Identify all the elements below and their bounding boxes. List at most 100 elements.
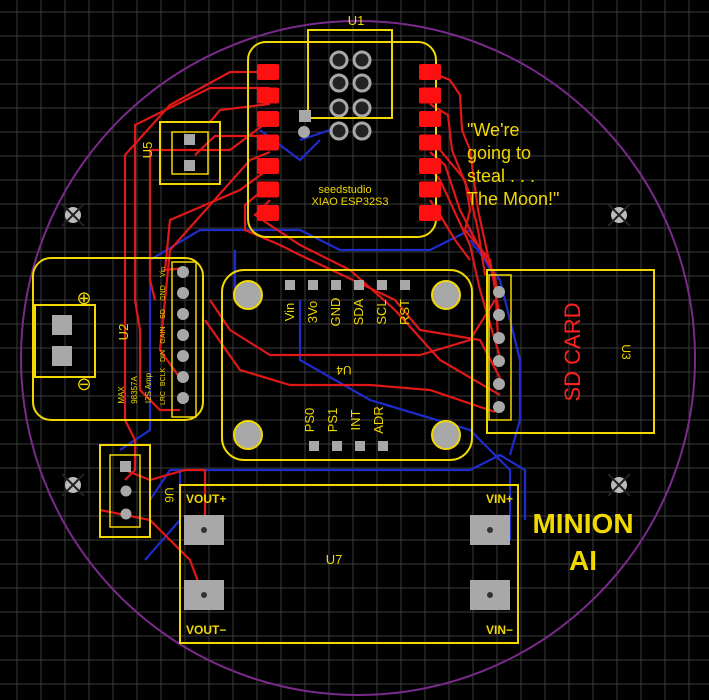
u4-bottom-pin xyxy=(309,441,319,451)
u6-pin-1 xyxy=(120,461,131,472)
quote-text: "We're going to steal . . . The Moon!" xyxy=(467,120,559,209)
u3-pin xyxy=(493,286,505,298)
u2-pin-label: BCLK xyxy=(160,368,167,387)
u2-terminal-pad-2 xyxy=(52,346,72,366)
u2-minus-symbol: ⊖ xyxy=(76,374,91,394)
u3-pin xyxy=(493,401,505,413)
u7-outline xyxy=(179,484,519,644)
u1-pad xyxy=(257,158,279,174)
u3-pin xyxy=(493,378,505,390)
u4-bottom-pin-label: INT xyxy=(348,409,363,430)
u2-plus-symbol: ⊕ xyxy=(76,288,91,308)
u7-ref: U7 xyxy=(326,552,343,567)
u1-ref: U1 xyxy=(348,13,365,28)
u4-bottom-pin xyxy=(332,441,342,451)
u2-terminal-block xyxy=(34,304,96,378)
u2-pin xyxy=(177,350,189,362)
u2-pin xyxy=(177,287,189,299)
u6-ref: U6 xyxy=(162,487,176,503)
u5-outline xyxy=(159,121,221,185)
mount-hole-bottom-left xyxy=(61,473,85,497)
u2-part-1: MAX xyxy=(117,386,126,404)
u7-pad-dot-3 xyxy=(487,527,493,533)
u1-pads-left xyxy=(257,64,279,221)
u3-pin xyxy=(493,309,505,321)
u4-mount-tl xyxy=(233,280,263,310)
u2-ref: U2 xyxy=(116,324,131,341)
u3-sd-card[interactable]: SD CARD U3 xyxy=(486,269,655,434)
u7-pad-dot-1 xyxy=(201,527,207,533)
u4-top-pin-label: SCL xyxy=(374,299,389,324)
u7-pad-dot-2 xyxy=(201,592,207,598)
u1-usb-outline xyxy=(307,29,393,119)
u4-bottom-pin xyxy=(355,441,365,451)
u6-inner xyxy=(109,454,141,528)
u4-top-pin xyxy=(331,280,341,290)
u4-mount-tr xyxy=(431,280,461,310)
u2-pin xyxy=(177,371,189,383)
u2-pin-label: DIN xyxy=(160,350,167,362)
u4-top-pin xyxy=(308,280,318,290)
u7-vin-minus-label: VIN− xyxy=(486,623,513,637)
u1-square-pad xyxy=(299,110,311,122)
u3-pin xyxy=(493,355,505,367)
u4-outline xyxy=(221,269,473,461)
u7-vout-minus-label: VOUT− xyxy=(186,623,226,637)
u1-pad xyxy=(419,64,441,80)
u4-mount-br xyxy=(431,420,461,450)
u1-center-pad xyxy=(352,121,372,141)
u5-pin-2 xyxy=(184,160,195,171)
u1-via-pad xyxy=(298,126,310,138)
u7-power-module[interactable]: U7 VOUT+ VOUT− VIN+ VIN− xyxy=(179,484,519,644)
u6-connector[interactable]: U6 xyxy=(99,444,176,538)
u1-pad xyxy=(257,111,279,127)
u3-outline xyxy=(486,269,655,434)
u1-pad xyxy=(257,87,279,104)
u7-pad-dot-4 xyxy=(487,592,493,598)
u1-center-pad xyxy=(329,121,349,141)
u1-center-pad xyxy=(352,73,372,93)
u1-center-pad xyxy=(329,73,349,93)
u4-top-pin xyxy=(400,280,410,290)
u4-top-pin xyxy=(285,280,295,290)
u1-pad xyxy=(257,205,279,221)
u1-pad xyxy=(419,87,441,104)
u3-ref: U3 xyxy=(619,344,633,360)
u3-pins xyxy=(493,286,505,413)
u2-pin-label: Vin xyxy=(160,267,167,277)
u5-connector[interactable]: U5 xyxy=(140,121,221,185)
u2-header-outline xyxy=(171,261,197,418)
u4-top-pin-label: GND xyxy=(328,298,343,327)
u1-xiao-esp32s3[interactable]: U1 seedstudio XIAO ESP32S3 xyxy=(247,13,441,238)
u1-center-pad xyxy=(329,50,349,70)
u4-bottom-pin xyxy=(378,441,388,451)
u1-pads-right xyxy=(419,64,441,221)
u1-center-pads xyxy=(329,50,372,141)
u4-mount-bl xyxy=(233,420,263,450)
u4-ref: U4 xyxy=(336,363,352,377)
mount-holes xyxy=(61,203,631,497)
u4-top-pin-label: SDA xyxy=(351,298,366,325)
mount-hole-bottom-right xyxy=(607,473,631,497)
mount-hole-right xyxy=(607,203,631,227)
u4-bottom-pin-label: ADR xyxy=(371,406,386,433)
u2-pin xyxy=(177,329,189,341)
mount-hole-left xyxy=(61,203,85,227)
u2-max98357a[interactable]: ⊕ ⊖ U2 MAX 98357A I2S Amp VinGNDSDGAINDI… xyxy=(32,257,204,421)
u3-pin xyxy=(493,332,505,344)
u2-part-3: I2S Amp xyxy=(144,372,153,403)
u4-bottom-pin-label: PS0 xyxy=(302,408,317,433)
u6-pin-3 xyxy=(120,508,132,520)
u4-top-pin-label: 3Vo xyxy=(305,301,320,323)
title-line-1: MINION xyxy=(532,508,633,539)
u4-top-pin-label: Vin xyxy=(282,303,297,322)
u2-pin xyxy=(177,308,189,320)
u2-pin-label: SD xyxy=(160,309,167,319)
u7-vout-plus-label: VOUT+ xyxy=(186,492,226,506)
quote-line-2: going to xyxy=(467,143,531,163)
